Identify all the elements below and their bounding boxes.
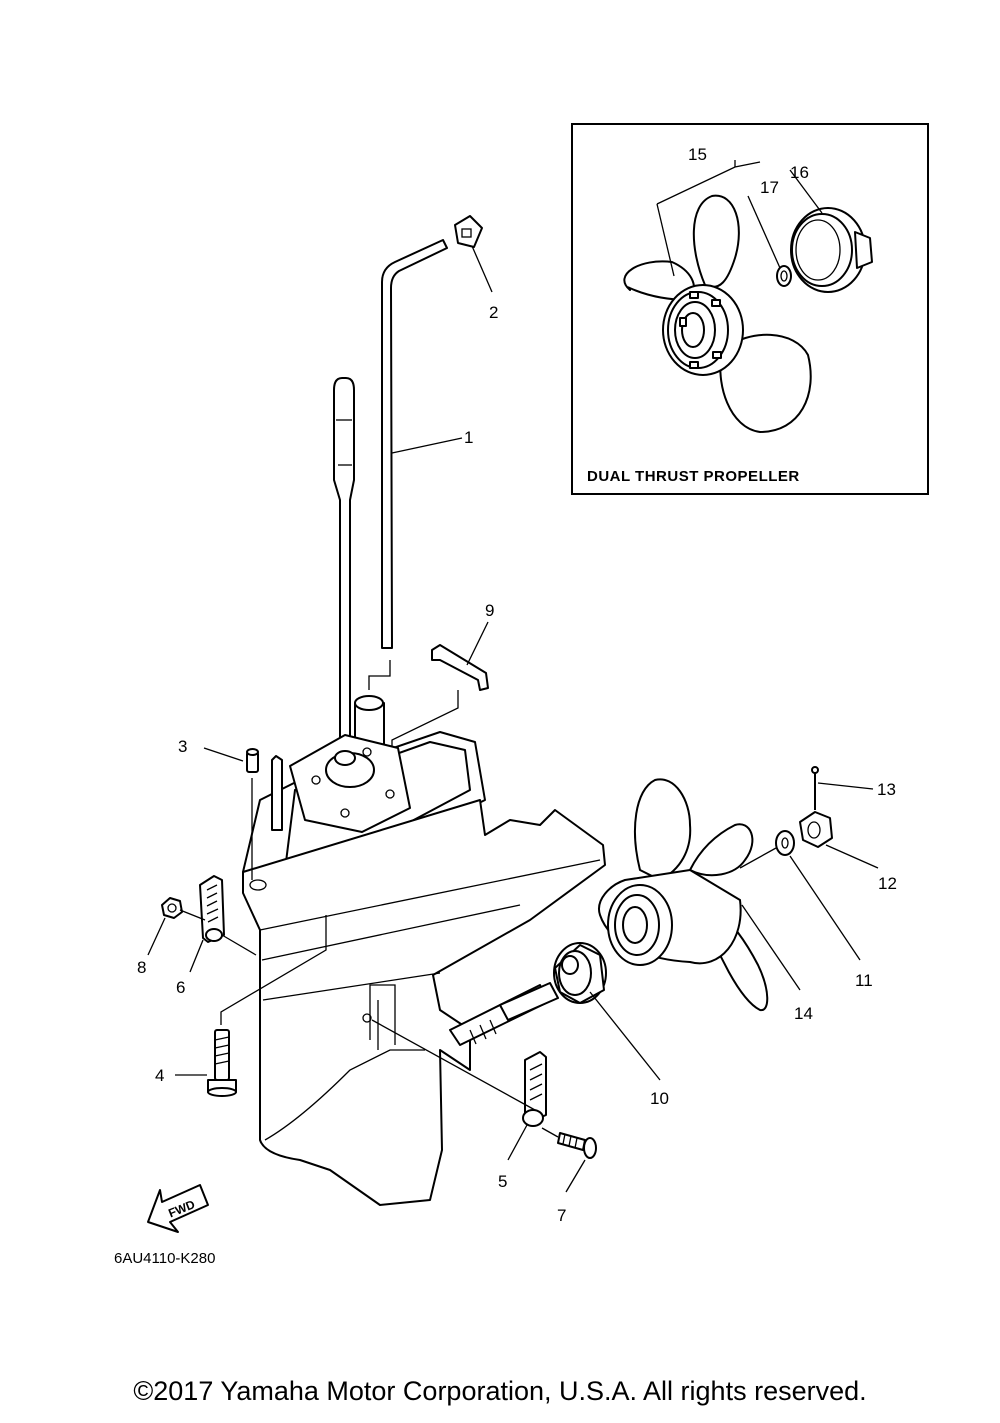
copyright-notice: ©2017 Yamaha Motor Corporation, U.S.A. A… xyxy=(133,1376,867,1406)
label-17: 17 xyxy=(760,178,779,197)
lower-casing xyxy=(242,731,606,1206)
part-9-seal xyxy=(431,644,489,691)
inset-spacer-16 xyxy=(790,207,873,293)
part-5-anode xyxy=(522,1051,547,1127)
fwd-arrow-icon: FWD xyxy=(147,1184,209,1233)
part-8-nut xyxy=(161,897,183,919)
part-4-bolt xyxy=(207,1029,237,1097)
label-7: 7 xyxy=(557,1206,566,1225)
dual-thrust-propeller-inset: 15 17 16 DUAL THRUST PROPELLER xyxy=(571,123,929,495)
label-12: 12 xyxy=(878,874,897,893)
part-10-spacer xyxy=(553,942,607,1004)
part-1-water-tube xyxy=(381,239,448,649)
label-6: 6 xyxy=(176,978,185,997)
label-16: 16 xyxy=(790,163,809,182)
label-13: 13 xyxy=(877,780,896,799)
label-2: 2 xyxy=(489,303,498,322)
part-12-nut xyxy=(799,811,833,848)
label-11: 11 xyxy=(855,971,873,990)
label-5: 5 xyxy=(498,1172,507,1191)
drive-shaft xyxy=(333,377,355,791)
label-10: 10 xyxy=(650,1089,669,1108)
part-11-washer xyxy=(775,830,795,856)
label-14: 14 xyxy=(794,1004,813,1023)
label-9: 9 xyxy=(485,601,494,620)
inset-title: DUAL THRUST PROPELLER xyxy=(587,468,800,485)
label-3: 3 xyxy=(178,737,187,756)
part-3-dowel-pin xyxy=(246,748,259,773)
label-4: 4 xyxy=(155,1066,164,1085)
part-14-propeller xyxy=(598,778,769,1012)
label-1: 1 xyxy=(464,428,473,447)
part-13-cotter-pin xyxy=(811,766,819,810)
label-8: 8 xyxy=(137,958,146,977)
inset-frame xyxy=(571,123,929,495)
diagram-code: 6AU4110-K280 xyxy=(114,1250,215,1267)
part-6-anode xyxy=(199,875,225,943)
part-2-grommet xyxy=(454,215,483,248)
inset-washer-17 xyxy=(776,265,792,287)
part-7-screw xyxy=(557,1132,597,1159)
label-15: 15 xyxy=(688,145,707,164)
inset-propeller-15 xyxy=(623,194,812,433)
